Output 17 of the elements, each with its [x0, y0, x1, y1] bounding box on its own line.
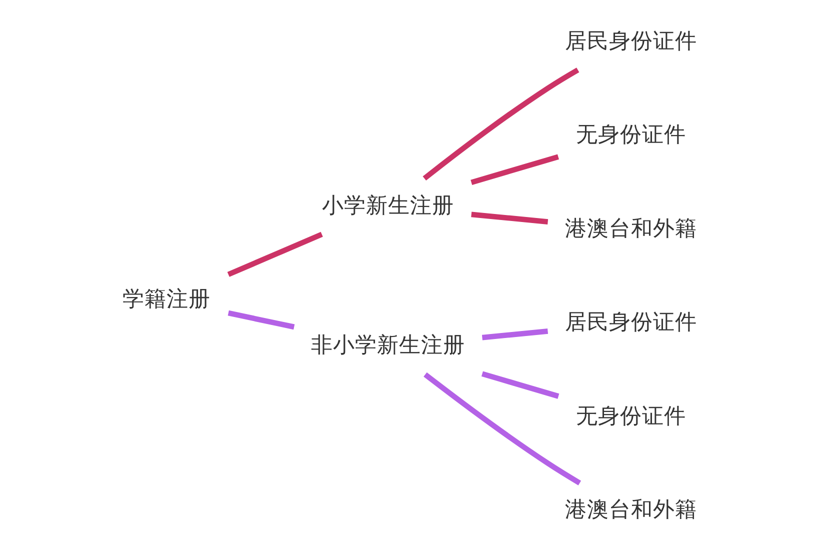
- node-text: 小学新生注册: [322, 193, 454, 218]
- connector: [227, 232, 323, 277]
- node-text: 居民身份证件: [564, 310, 697, 336]
- connector: [228, 310, 295, 330]
- node-text: 学籍注册: [122, 287, 211, 312]
- node-text: 居民身份证件: [564, 28, 697, 54]
- connector: [471, 212, 548, 224]
- node-text: 非小学新生注册: [310, 333, 465, 358]
- connector: [470, 154, 559, 185]
- connector: [482, 328, 548, 340]
- node-text: 无身份证件: [576, 122, 686, 148]
- connector: [424, 372, 582, 486]
- connector: [422, 68, 580, 181]
- connector: [481, 371, 560, 399]
- node-text: 港澳台和外籍: [564, 216, 697, 242]
- node-text: 无身份证件: [576, 404, 686, 429]
- node-text: 港澳台和外籍: [564, 498, 697, 523]
